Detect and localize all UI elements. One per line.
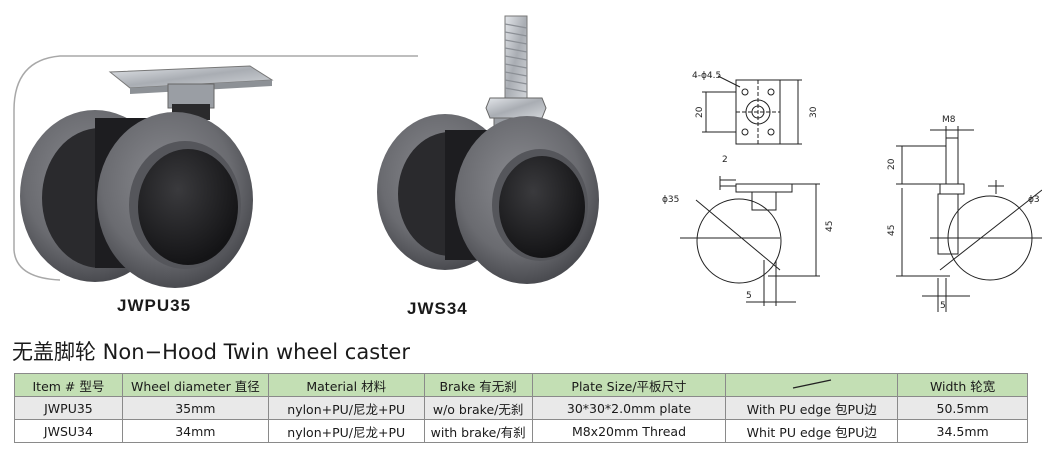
table-header-row: Item # 型号 Wheel diameter 直径 Material 材料 … xyxy=(14,373,1028,397)
caster-photos-svg xyxy=(13,15,599,288)
cell-edge: With PU edge 包PU边 xyxy=(725,396,899,420)
product-label-jwpu35: JWPU35 xyxy=(117,296,192,315)
cell-plate-size: 30*30*2.0mm plate xyxy=(531,396,727,420)
table-row: JWSU34 34mm nylon+PU/尼龙+PU with brake/有刹… xyxy=(14,419,1028,443)
thread-text: M8 xyxy=(942,115,956,125)
caster-jws34-image xyxy=(377,15,599,284)
product-label-jws34: JWS34 xyxy=(407,299,468,318)
cell-item: JWPU35 xyxy=(14,396,123,420)
cell-edge: Whit PU edge 包PU边 xyxy=(725,419,899,443)
header-material: Material 材料 xyxy=(267,373,425,397)
product-heading: 无盖脚轮 Non−Hood Twin wheel caster xyxy=(12,340,410,364)
wheel-dia-1-text: ϕ35 xyxy=(662,195,679,205)
height-1-text: 45 xyxy=(825,221,835,232)
table-row: JWPU35 35mm nylon+PU/尼龙+PU w/o brake/无刹 … xyxy=(14,396,1028,420)
header-item: Item # 型号 xyxy=(14,373,123,397)
wheel-outline-1 xyxy=(696,198,782,284)
product-photos: JWPU35 JWS34 xyxy=(0,0,640,330)
offset-2-text: 5 xyxy=(940,301,946,311)
cell-width: 34.5mm xyxy=(897,419,1028,443)
slash-mark-icon xyxy=(792,378,831,389)
wheel-dia-2-text: ϕ3 xyxy=(1028,195,1040,205)
frame-curve xyxy=(13,55,418,281)
plate-width-text: 20 xyxy=(695,106,705,118)
header-brake: Brake 有无刹 xyxy=(423,373,533,397)
caster-jwpu35-image xyxy=(20,65,274,288)
hole-note-text: 4-ϕ4.5 xyxy=(692,71,721,81)
plate-height-text: 30 xyxy=(809,106,819,118)
technical-drawings: 4-ϕ4.5 20 30 2 ϕ35 45 5 M8 20 45 5 ϕ3 xyxy=(640,0,1042,330)
cell-material: nylon+PU/尼龙+PU xyxy=(267,396,425,420)
spec-table: Item # 型号 Wheel diameter 直径 Material 材料 … xyxy=(14,373,1028,443)
cell-diameter: 35mm xyxy=(121,396,269,420)
cell-diameter: 34mm xyxy=(121,419,269,443)
header-plate-size: Plate Size/平板尺寸 xyxy=(531,373,727,397)
header-slash xyxy=(725,373,899,397)
cell-item: JWSU34 xyxy=(14,419,123,443)
dimension-drawing-svg: 4-ϕ4.5 20 30 2 ϕ35 45 5 M8 20 45 5 ϕ3 xyxy=(662,71,1042,312)
header-wheel-diameter: Wheel diameter 直径 xyxy=(121,373,269,397)
cell-width: 50.5mm xyxy=(897,396,1028,420)
header-width: Width 轮宽 xyxy=(897,373,1028,397)
gap-text: 2 xyxy=(722,155,728,165)
cell-brake: w/o brake/无刹 xyxy=(423,396,533,420)
cell-brake: with brake/有刹 xyxy=(423,419,533,443)
cell-material: nylon+PU/尼龙+PU xyxy=(267,419,425,443)
cell-plate-size: M8x20mm Thread xyxy=(531,419,727,443)
thread-length-text: 20 xyxy=(887,158,897,170)
offset-1-text: 5 xyxy=(746,291,752,301)
height-2-text: 45 xyxy=(887,225,897,236)
